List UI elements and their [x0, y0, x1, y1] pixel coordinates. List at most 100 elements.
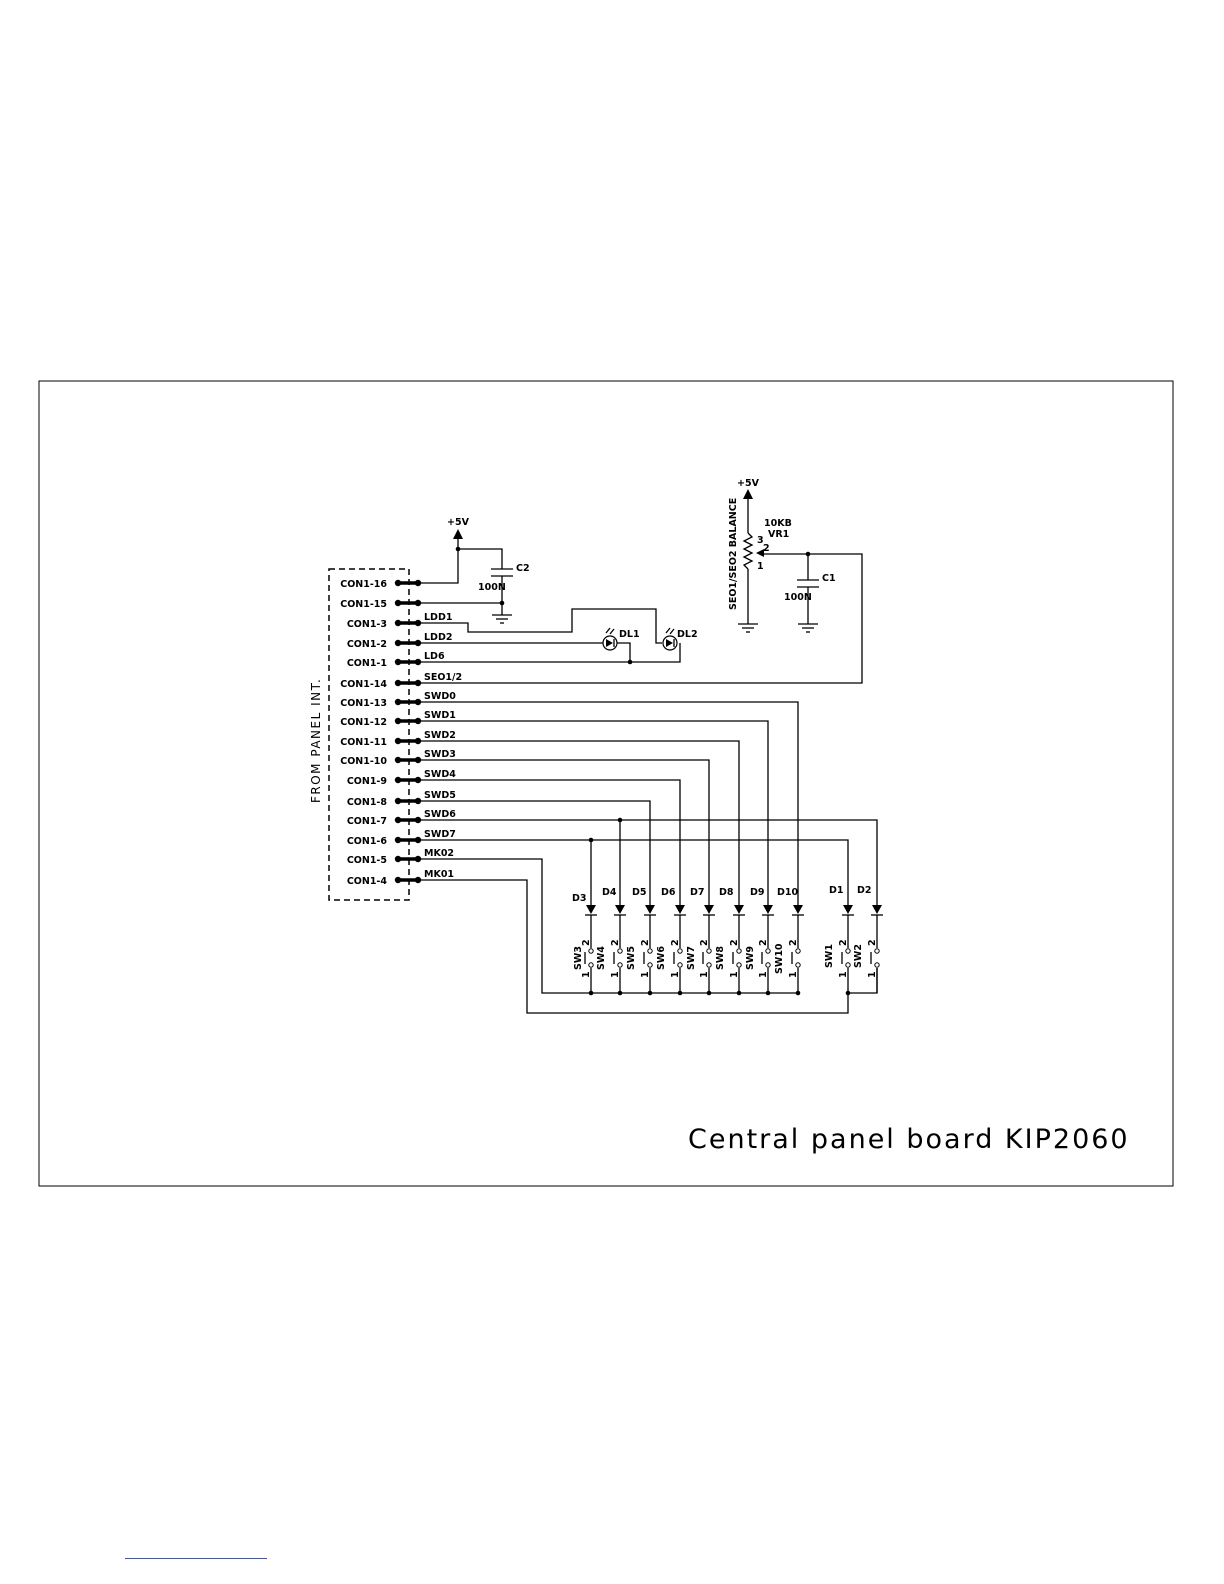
- diode-symbol: [763, 905, 773, 914]
- switch-pin-2-label: 2: [758, 939, 769, 946]
- connector-label: FROM PANEL INT.: [309, 678, 323, 803]
- switch-symbol: 21: [699, 915, 712, 993]
- power-5v-left-label: +5V: [447, 517, 470, 528]
- wire-ld6: [420, 643, 681, 663]
- page-footer-rule: [125, 1558, 267, 1559]
- switch-sw8-label: SW8: [715, 946, 726, 970]
- pot-function-label: SEO1/SEO2 BALANCE: [728, 498, 739, 610]
- net-label: LDD2: [424, 632, 452, 643]
- switch-pin-2-label: 2: [699, 939, 710, 946]
- switch-pin-1-label: 1: [670, 971, 681, 978]
- drawing-frame: [38, 380, 1174, 1187]
- pot-pin-2: 2: [763, 543, 770, 554]
- pin-label: CON1-16: [340, 579, 387, 590]
- switch-symbol: 21: [838, 915, 851, 993]
- net-label: MK01: [424, 869, 454, 880]
- switch-pin-1-label: 1: [699, 971, 710, 978]
- wire: [420, 839, 849, 905]
- capacitor-c1: C1 100N: [784, 573, 836, 603]
- switch-pin-1-label: 1: [640, 971, 651, 978]
- net-label: SWD2: [424, 730, 456, 741]
- capacitor-c1-value: 100N: [784, 592, 812, 603]
- pin-label: CON1-5: [347, 855, 387, 866]
- pin-label: CON1-10: [340, 756, 387, 767]
- pin-label: CON1-8: [347, 797, 388, 808]
- diode-symbol: [872, 905, 882, 914]
- diode-d10-label: D10: [777, 887, 798, 898]
- switch-pin-1-label: 1: [758, 971, 769, 978]
- switch-symbol: 21: [610, 915, 623, 993]
- pin-label: CON1-12: [340, 717, 387, 728]
- switch-pin-1-label: 1: [581, 971, 592, 978]
- switch-sw9-label: SW9: [745, 946, 756, 970]
- junction-dot: [617, 817, 623, 823]
- capacitor-c1-ref: C1: [822, 573, 836, 584]
- wire-ldd1: [420, 608, 662, 644]
- diode-symbol: [734, 905, 744, 914]
- wire-seo: [420, 553, 863, 684]
- capacitor-c2-value: 100N: [478, 582, 506, 593]
- switch-symbol: 21: [788, 915, 801, 993]
- led-symbol: [602, 627, 618, 651]
- switch-symbol: 21: [581, 915, 594, 993]
- connector-pins: CON1-16CON1-15CON1-3LDD1CON1-2LDD2CON1-1…: [340, 579, 462, 887]
- connector-box: [328, 568, 410, 901]
- potentiometer-vr1: 10KB VR1 3 2 1 SEO1/SEO2 BALANCE: [728, 498, 792, 610]
- connector-pin: CON1-6 SWD7: [347, 829, 456, 847]
- diode-d7-label: D7: [690, 887, 705, 898]
- switch-pin-1-label: 1: [729, 971, 740, 978]
- diode-d4-label: D4: [602, 887, 617, 898]
- wire: [420, 800, 651, 905]
- switch-pin-2-label: 2: [867, 939, 878, 946]
- switch-pin-1-label: 1: [610, 971, 621, 978]
- junction-dot: [455, 546, 461, 552]
- wire: [420, 759, 710, 905]
- wire: [420, 720, 769, 905]
- pot-pin-1: 1: [757, 561, 764, 572]
- switch-pin-2-label: 2: [581, 939, 592, 946]
- connector-pin: CON1-15: [340, 599, 422, 610]
- power-5v-left: +5V: [447, 517, 470, 539]
- switch-pin-1-label: 1: [788, 971, 799, 978]
- connector-pin: CON1-13 SWD0: [340, 691, 456, 709]
- switch-sw3-label: SW3: [573, 946, 584, 970]
- switch-symbol: 21: [867, 915, 880, 993]
- pin-label: CON1-2: [347, 639, 387, 650]
- pot-value: 10KB: [764, 518, 792, 529]
- junction-dot: [627, 659, 633, 665]
- junction-dot: [499, 600, 505, 606]
- pin-label: CON1-9: [347, 776, 387, 787]
- switch-symbol: 21: [640, 915, 653, 993]
- switch-sw5-label: SW5: [626, 946, 637, 970]
- pot-ref: VR1: [768, 529, 789, 540]
- pin-label: CON1-13: [340, 698, 387, 709]
- switch-pin-1-label: 1: [838, 971, 849, 978]
- diode-d5-label: D5: [632, 887, 647, 898]
- net-label: SEO1/2: [424, 672, 462, 683]
- switch-symbol: 21: [729, 915, 742, 993]
- wire-con16-5v: [420, 539, 459, 584]
- connector-pin: CON1-2 LDD2: [347, 632, 453, 650]
- diode-symbol: [704, 905, 714, 914]
- pin-label: CON1-6: [347, 836, 388, 847]
- led-symbol: [662, 627, 678, 651]
- diode-d2-label: D2: [857, 885, 872, 896]
- switch-sw7-label: SW7: [686, 946, 697, 970]
- diode-symbol: [843, 905, 853, 914]
- diode-labels: D3 D4 D5 D6 D7 D8 D9 D10 D1 D2: [572, 885, 872, 904]
- switch-symbol: 21: [758, 915, 771, 993]
- net-label: SWD7: [424, 829, 456, 840]
- switch-sw4-label: SW4: [596, 946, 607, 970]
- net-label: SWD0: [424, 691, 456, 702]
- switch-sw10-label: SW10: [774, 943, 785, 974]
- switch-pin-2-label: 2: [670, 939, 681, 946]
- switch-pin-2-label: 2: [640, 939, 651, 946]
- pin-label: CON1-15: [340, 599, 387, 610]
- switch-pin-2-label: 2: [788, 939, 799, 946]
